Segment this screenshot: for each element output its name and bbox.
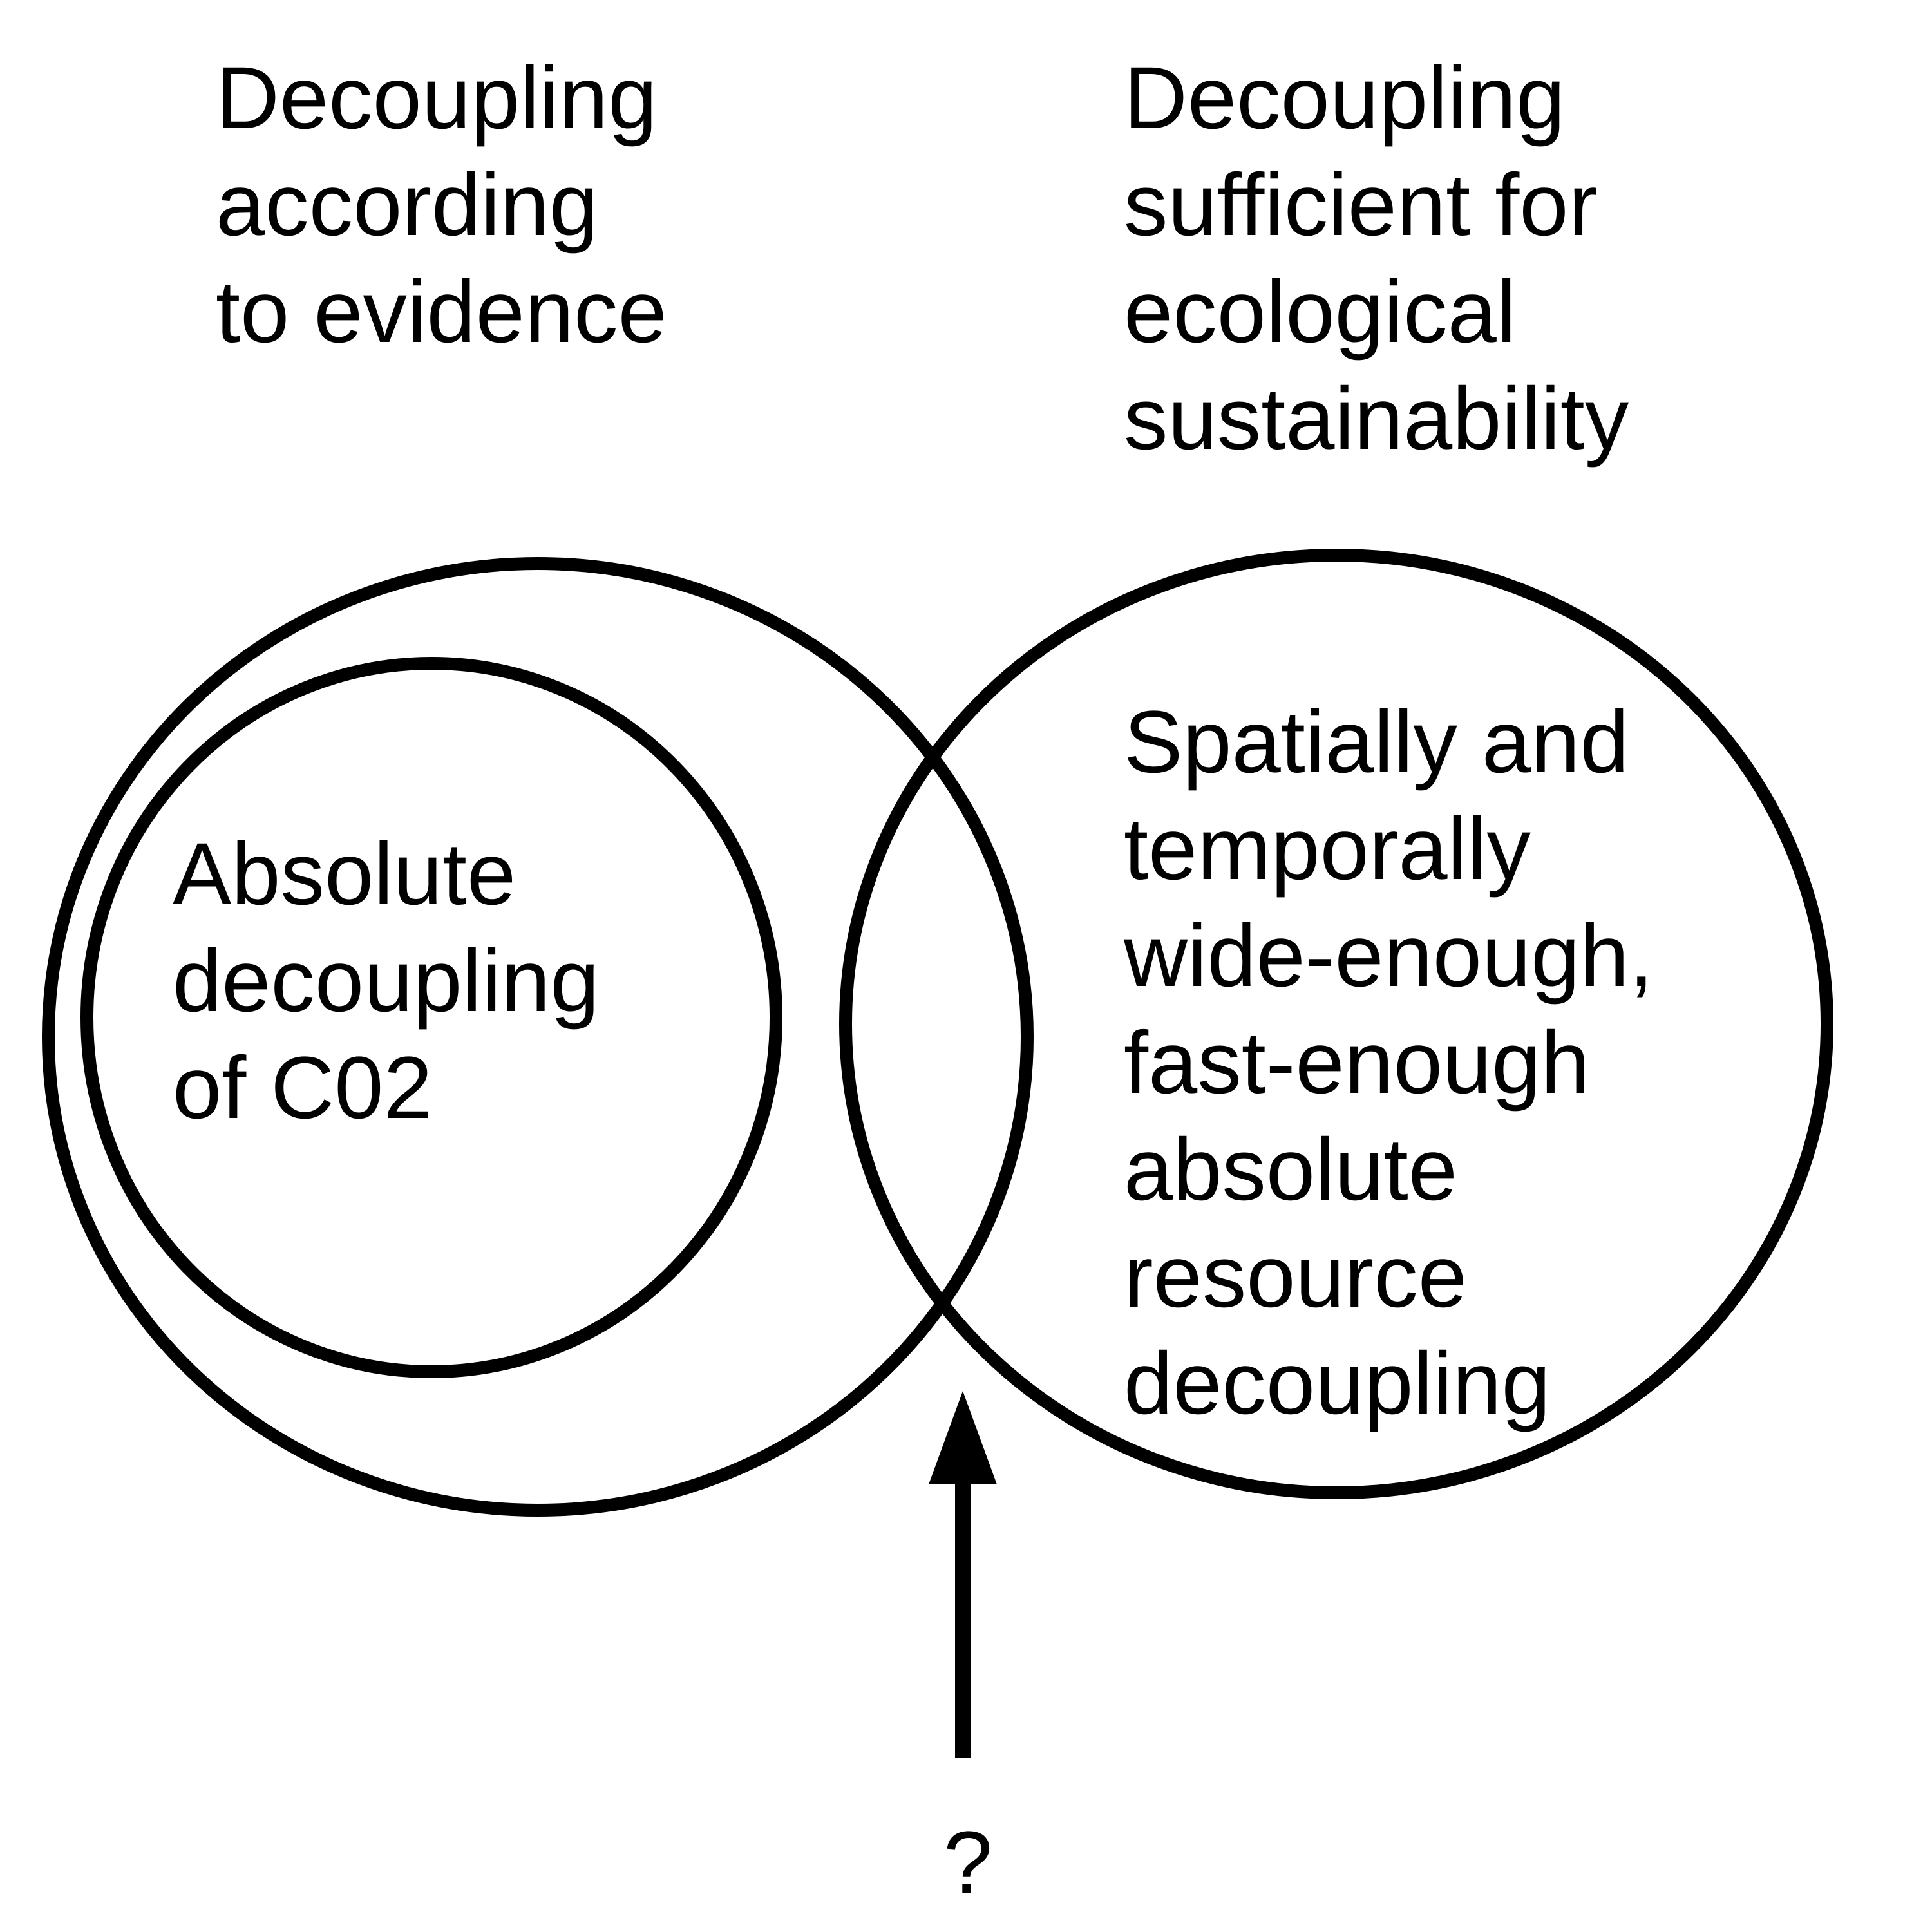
title-line: ecological	[1124, 263, 1517, 361]
co2-decoupling-circle	[80, 657, 782, 1378]
title-line: Decoupling	[216, 49, 658, 147]
title-line: according	[216, 156, 599, 254]
co2-decoupling-label: Absolute decoupling of C02	[173, 821, 600, 1142]
resource-decoupling-label: Spatially and temporally wide-enough, fa…	[1124, 689, 1654, 1437]
title-line: to evidence	[216, 263, 667, 361]
label-line: temporally	[1124, 800, 1531, 898]
label-line: absolute	[1124, 1121, 1457, 1219]
left-set-title: Decoupling according to evidence	[216, 45, 667, 366]
sustainability-circle	[839, 549, 1833, 1499]
label-line: fast-enough	[1124, 1014, 1590, 1112]
evidence-circle	[42, 557, 1034, 1517]
label-line: of C02	[173, 1039, 433, 1137]
label-line: decoupling	[1124, 1334, 1551, 1433]
title-line: Decoupling	[1124, 49, 1566, 147]
right-set-title: Decoupling sufficient for ecological sus…	[1124, 45, 1629, 473]
arrow-head	[929, 1391, 997, 1484]
label-line: Absolute	[173, 825, 516, 923]
label-line: resource	[1124, 1227, 1468, 1326]
question-mark-label: ?	[943, 1814, 993, 1912]
title-line: sufficient for	[1124, 156, 1598, 254]
label-line: Spatially and	[1124, 693, 1629, 791]
label-line: wide-enough,	[1124, 907, 1654, 1005]
label-line: decoupling	[173, 932, 600, 1030]
title-line: sustainability	[1124, 370, 1629, 468]
